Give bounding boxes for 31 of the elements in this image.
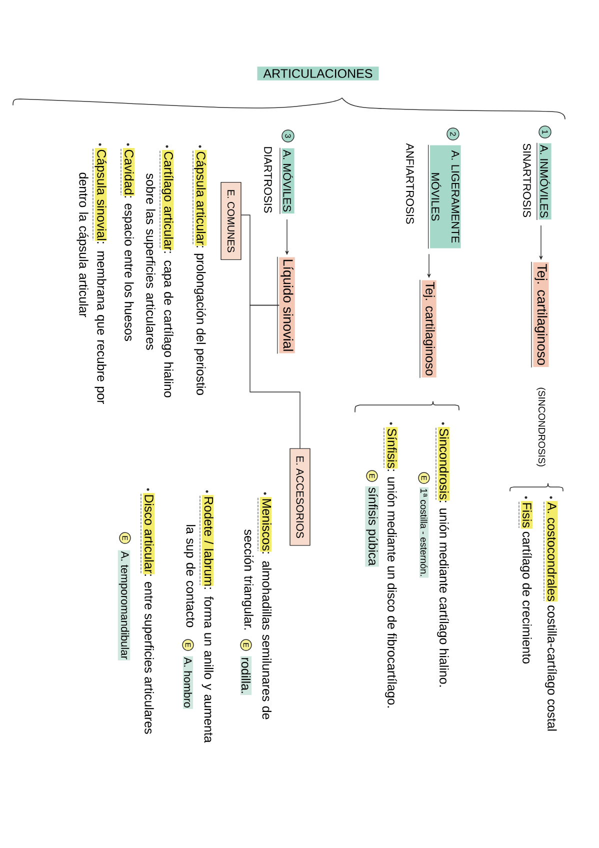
highlighted-term: Tej. cartilaginoso (422, 280, 436, 378)
heading: A. INMÓVILES (538, 143, 552, 220)
list-item: Fisis cartílago de crecimiento (518, 501, 532, 664)
highlighted-text: 1ª costilla - esternón. (419, 487, 429, 578)
highlighted-term: Tej. cartilaginoso (533, 262, 549, 367)
subheading: DIARTROSIS (264, 147, 272, 213)
heading: A. MÓVILES (282, 148, 294, 214)
list-item: A. costocondrales costilla-cartílago costal (544, 501, 558, 731)
list-item: Sincondrosis: unión mediante cartílago hialino. (436, 427, 450, 687)
list-item: Disco articular: entre superficies articulares (140, 493, 154, 734)
list-item: Cápsula articular: prolongación del periostio (192, 150, 206, 395)
circled-number: 2 (446, 128, 460, 140)
list-item: Cartílago articular: capa de cartílago hialino sobre las superficies articulares (144, 150, 174, 398)
highlighted-text: A. hombro (182, 656, 194, 709)
list-item: Sínfisis: unión mediante un disco de fibrocartílago. (384, 427, 398, 708)
connector-line (250, 304, 300, 449)
list-item: Cápsula sinovial: membrana que recubre por dentro la cápsula articular (76, 148, 106, 404)
circled-number: 1 (538, 126, 552, 138)
highlighted-text: sínfisis púbica (365, 486, 379, 567)
subheading: SINARTROSIS (523, 144, 531, 218)
highlighted-term: Líquido sinovial (279, 257, 295, 354)
highlighted-text: A. temporomandibular (118, 550, 130, 660)
title: ARTICULACIONES (257, 66, 379, 80)
list-item: Cavidad: espacio entre los huesos (120, 148, 134, 341)
heading: A. LIGERAMENTE MÓVILES (430, 145, 461, 248)
subheading: ANFIARTROSIS (406, 143, 414, 224)
labeled-box: E. ACCESORIOS (290, 448, 310, 546)
side-note: (SINCONDROSIS) (536, 388, 546, 466)
circled-number: 3 (282, 130, 294, 142)
labeled-box: E. COMUNES (220, 182, 242, 260)
highlighted-text: rodilla. (240, 656, 252, 696)
